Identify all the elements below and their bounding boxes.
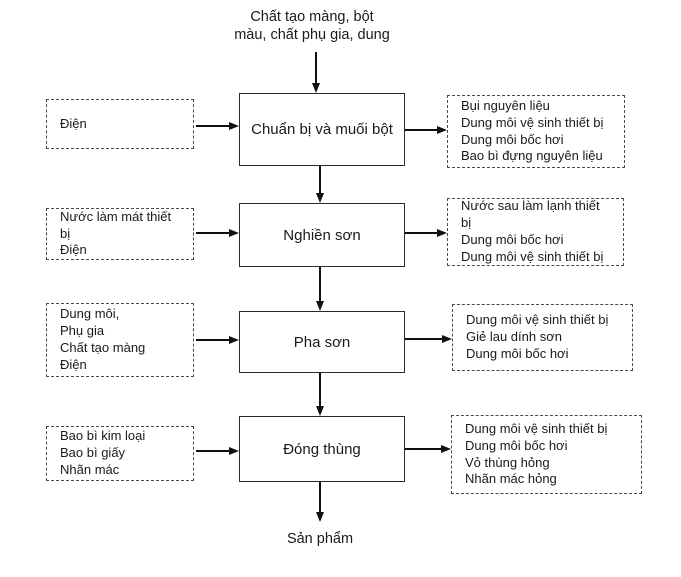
arrow-step3-to-step4 [319,373,321,407]
top-input-label: Chất tạo màng, bột màu, chất phụ gia, du… [234,9,390,43]
product-label: Sản phẩm [286,531,354,547]
arrow-step1-to-step2 [319,166,321,194]
output-box-step1: Bụi nguyên liệu Dung môi vệ sinh thiết b… [447,95,625,168]
arrow-input-step3 [196,339,230,341]
arrow-step2-to-step3 [319,267,321,302]
arrow-input-step2 [196,232,230,234]
arrow-input-step4 [196,450,230,452]
arrow-output-step1 [405,129,438,131]
process-box-step4: Đóng thùng [239,416,405,482]
arrow-step4-to-product [319,482,321,513]
arrow-output-step2 [405,232,438,234]
output-box-step2: Nước sau làm lạnh thiết bị Dung môi bốc … [447,198,624,266]
input-box-step1: Điện [46,99,194,149]
process-box-step2: Nghiền sơn [239,203,405,267]
input-box-step4: Bao bì kim loại Bao bì giấy Nhãn mác [46,426,194,481]
input-box-step3: Dung môi, Phụ gia Chất tạo màng Điện [46,303,194,377]
arrow-output-step4 [405,448,442,450]
input-box-step2: Nước làm mát thiết bị Điện [46,208,194,260]
arrow-input-step1 [196,125,230,127]
arrow-output-step3 [405,338,443,340]
arrow-top-to-step1 [315,52,317,84]
output-box-step4: Dung môi vệ sinh thiết bị Dung môi bốc h… [451,415,642,494]
output-box-step3: Dung môi vệ sinh thiết bị Giẻ lau dính s… [452,304,633,371]
process-box-step3: Pha sơn [239,311,405,373]
process-box-step1: Chuẩn bị và muối bột [239,93,405,166]
